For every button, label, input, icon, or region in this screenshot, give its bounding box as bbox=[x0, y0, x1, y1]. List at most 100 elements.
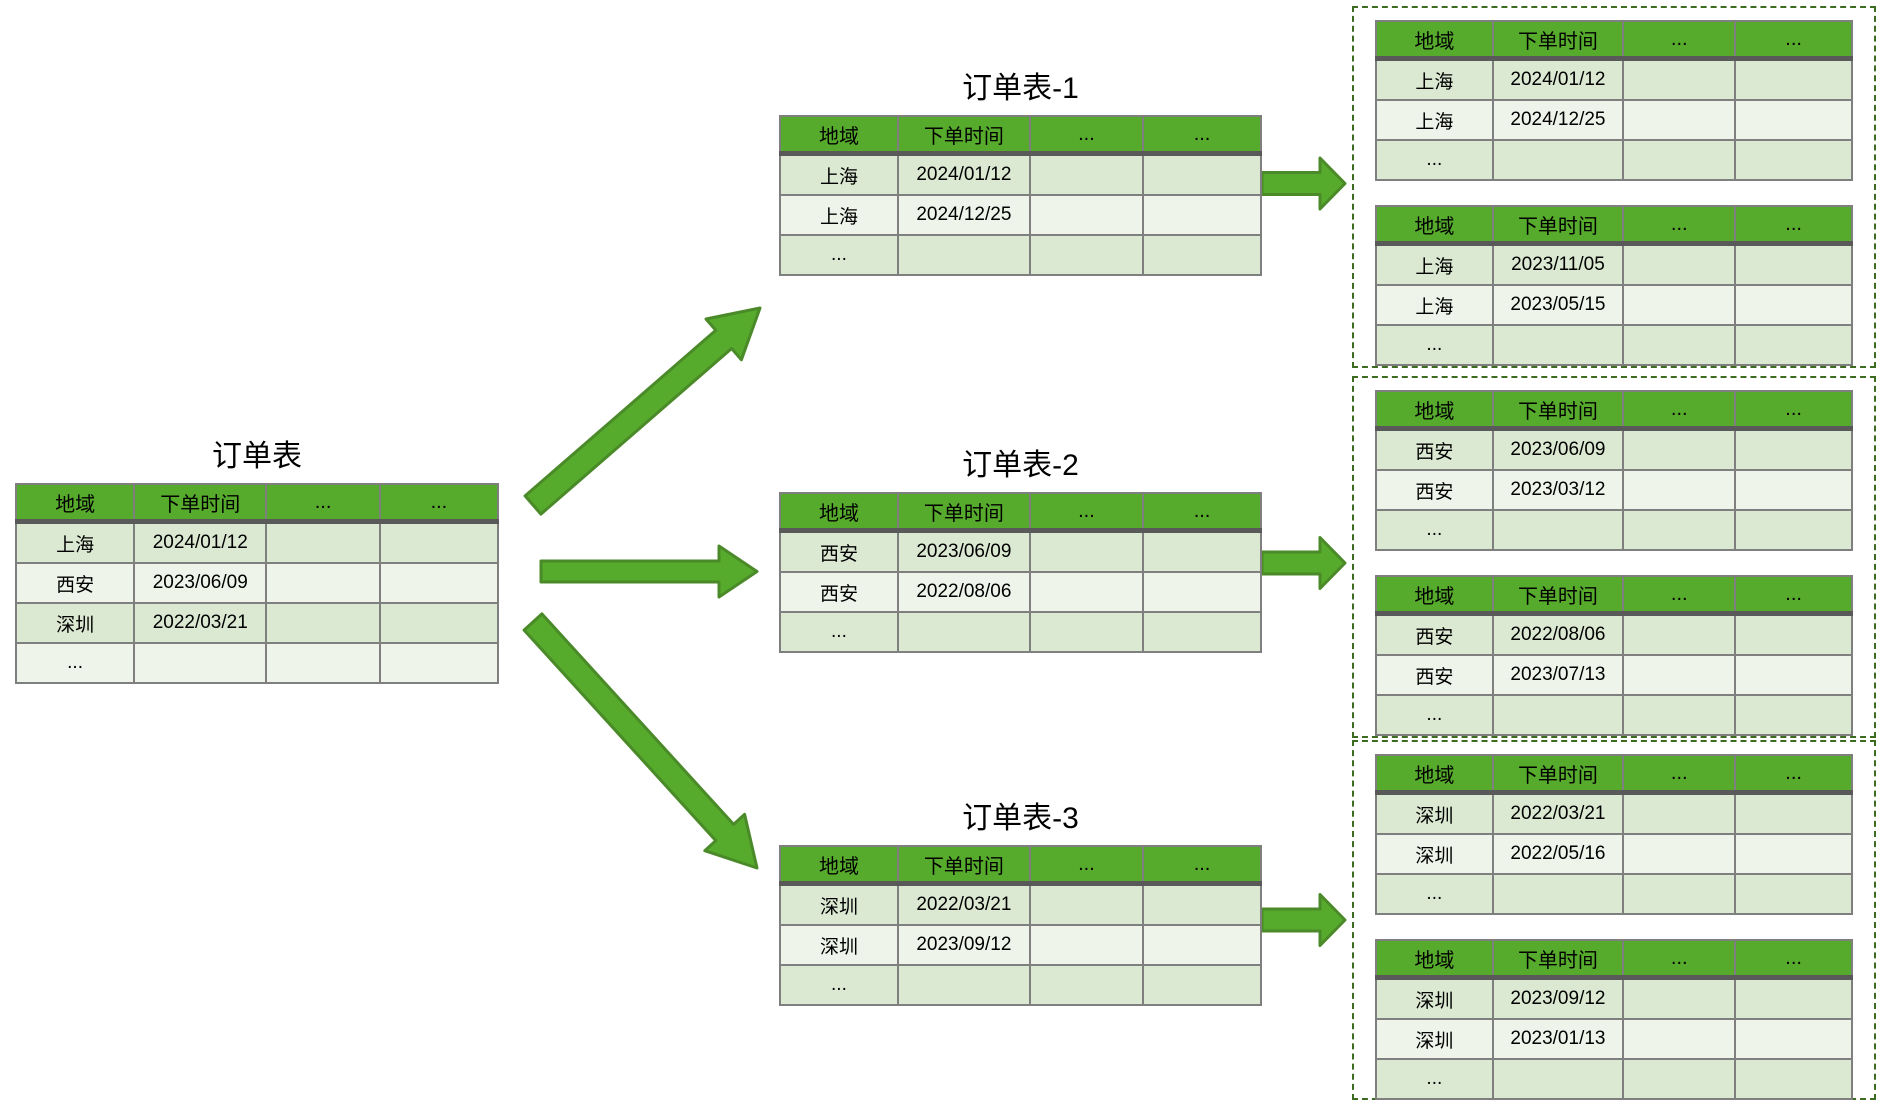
column-header: 下单时间 bbox=[1491, 20, 1625, 61]
header-row: 地域下单时间...... bbox=[779, 115, 1262, 156]
shard-table-3-title: 订单表-3 bbox=[962, 802, 1079, 835]
column-header: 下单时间 bbox=[133, 483, 268, 524]
column-header: ... bbox=[1142, 115, 1262, 156]
table-cell bbox=[1142, 152, 1262, 196]
table-cell bbox=[1734, 791, 1853, 835]
column-header: 地域 bbox=[1375, 575, 1494, 616]
column-header: 下单时间 bbox=[1491, 575, 1625, 616]
table-cell bbox=[265, 602, 381, 644]
table-cell: 2023/06/09 bbox=[896, 529, 1031, 573]
column-header: 地域 bbox=[1375, 20, 1494, 61]
table-cell bbox=[1734, 139, 1853, 181]
table-cell: ... bbox=[1375, 324, 1494, 366]
header-row: 地域下单时间...... bbox=[14, 483, 500, 524]
column-header: ... bbox=[1622, 205, 1737, 246]
table-cell: 2023/09/12 bbox=[896, 924, 1031, 966]
table-cell bbox=[1622, 1058, 1737, 1100]
table-cell bbox=[1734, 469, 1853, 511]
column-header: 下单时间 bbox=[896, 845, 1031, 886]
table-cell: 2023/11/05 bbox=[1491, 242, 1625, 286]
table-cell: 上海 bbox=[14, 520, 136, 564]
table-cell: 深圳 bbox=[1375, 976, 1494, 1020]
table-row: ... bbox=[779, 234, 1262, 276]
table-cell: ... bbox=[14, 642, 136, 684]
table-cell bbox=[1734, 57, 1853, 101]
table-cell: 上海 bbox=[1375, 57, 1494, 101]
table-cell bbox=[1028, 611, 1145, 653]
table-cell bbox=[1734, 833, 1853, 875]
table-cell: 西安 bbox=[1375, 612, 1494, 656]
table-cell bbox=[1028, 882, 1145, 926]
table-cell: 2022/03/21 bbox=[133, 602, 268, 644]
column-header: 地域 bbox=[779, 492, 899, 533]
column-header: 地域 bbox=[779, 115, 899, 156]
table-cell bbox=[1734, 612, 1853, 656]
header-row: 地域下单时间...... bbox=[1375, 939, 1853, 980]
table-cell: 2022/08/06 bbox=[1491, 612, 1625, 656]
table-cell bbox=[133, 642, 268, 684]
table-cell: 2023/09/12 bbox=[1491, 976, 1625, 1020]
table-cell bbox=[1622, 833, 1737, 875]
table-cell bbox=[1622, 791, 1737, 835]
column-header: ... bbox=[1622, 754, 1737, 795]
table-cell: 深圳 bbox=[1375, 791, 1494, 835]
table-cell: 2023/03/12 bbox=[1491, 469, 1625, 511]
source-table-title: 订单表 bbox=[212, 440, 302, 473]
arrow-source-to-shard1 bbox=[523, 306, 762, 516]
table-cell: ... bbox=[1375, 873, 1494, 915]
column-header: ... bbox=[1734, 205, 1853, 246]
table-cell bbox=[1142, 611, 1262, 653]
header-row: 地域下单时间...... bbox=[1375, 575, 1853, 616]
column-header: ... bbox=[1142, 492, 1262, 533]
table-cell bbox=[1622, 139, 1737, 181]
column-header: ... bbox=[1622, 20, 1737, 61]
table-cell: ... bbox=[779, 234, 899, 276]
table-cell: 2022/05/16 bbox=[1491, 833, 1625, 875]
arrow-shard2-to-group2 bbox=[1260, 536, 1347, 590]
table-cell bbox=[378, 520, 500, 564]
column-header: 下单时间 bbox=[1491, 939, 1625, 980]
table-cell bbox=[1622, 99, 1737, 141]
column-header: 地域 bbox=[1375, 205, 1494, 246]
table-cell bbox=[1491, 1058, 1625, 1100]
column-header: 下单时间 bbox=[1491, 390, 1625, 431]
column-header: ... bbox=[265, 483, 381, 524]
column-header: ... bbox=[1028, 845, 1145, 886]
table-cell bbox=[1734, 1018, 1853, 1060]
table-cell bbox=[1622, 1018, 1737, 1060]
column-header: ... bbox=[1734, 575, 1853, 616]
table-row: ... bbox=[1375, 324, 1853, 366]
table-cell bbox=[1734, 324, 1853, 366]
column-header: 地域 bbox=[1375, 754, 1494, 795]
column-header: 下单时间 bbox=[896, 115, 1031, 156]
table-cell bbox=[1734, 427, 1853, 471]
table-cell bbox=[1734, 1058, 1853, 1100]
table-cell: 深圳 bbox=[779, 924, 899, 966]
table-cell: 西安 bbox=[779, 571, 899, 613]
table-cell: ... bbox=[779, 611, 899, 653]
header-row: 地域下单时间...... bbox=[779, 492, 1262, 533]
column-header: ... bbox=[1142, 845, 1262, 886]
header-row: 地域下单时间...... bbox=[1375, 20, 1853, 61]
table-cell: 2022/03/21 bbox=[896, 882, 1031, 926]
table-cell bbox=[1491, 873, 1625, 915]
table-row: ... bbox=[779, 964, 1262, 1006]
